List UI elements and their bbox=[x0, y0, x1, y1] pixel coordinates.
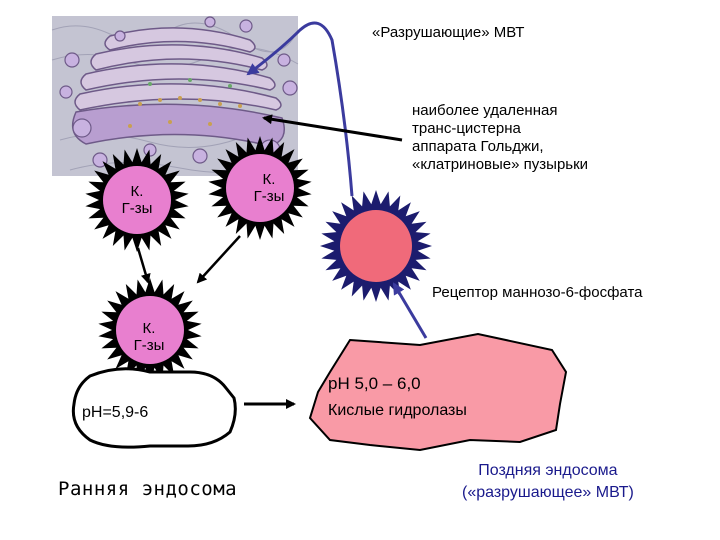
left-vesicle-label: К. Г-зы bbox=[112, 183, 162, 217]
label-to-golgi-arrow bbox=[262, 114, 403, 142]
trans-golgi-line-1: наиболее удаленная bbox=[412, 102, 558, 119]
trans-golgi-label: наиболее удаленная транс-цистерна аппара… bbox=[412, 102, 588, 174]
left-vesicle-burst bbox=[85, 148, 189, 252]
trans-golgi-line-4: «клатриновые» пузырьки bbox=[412, 156, 589, 173]
early-endosome-blob bbox=[71, 367, 237, 449]
receptor-vesicle-core bbox=[340, 210, 412, 282]
late-endosome-ph: рН 5,0 – 6,0 bbox=[328, 374, 421, 393]
receptor-vesicle bbox=[320, 190, 432, 302]
right-to-bottom-arrow bbox=[196, 235, 241, 284]
arrows bbox=[136, 21, 428, 409]
golgi-apparatus-illustration bbox=[51, 16, 299, 176]
late-endosome-caption: Поздняя эндосома («разрушающее» МВТ) bbox=[462, 460, 634, 504]
receptor-label: Рецептор маннозо-6-фосфата bbox=[432, 284, 643, 301]
early-endosome-ph: рН=5,9-6 bbox=[82, 404, 149, 421]
bottom-vesicle-label: К. Г-зы bbox=[124, 320, 174, 354]
right-vesicle-label: К. Г-зы bbox=[244, 171, 294, 205]
left-vesicle-line-1: К. bbox=[130, 183, 144, 200]
endosome-to-receptor-arrow bbox=[392, 282, 428, 339]
right-vesicle-line-2: Г-зы bbox=[253, 188, 285, 205]
left-to-bottom-arrow bbox=[136, 247, 151, 284]
bottom-vesicle-line-1: К. bbox=[142, 320, 156, 337]
late-endosome-caption-line-2: («разрушающее» МВТ) bbox=[462, 484, 634, 501]
late-endosome-hydrolases: Кислые гидролазы bbox=[328, 402, 467, 419]
right-vesicle-burst bbox=[208, 136, 312, 240]
right-vesicle-burst-core bbox=[226, 154, 294, 222]
bottom-vesicle-burst-core bbox=[116, 296, 184, 364]
late-endosome-blob bbox=[308, 332, 568, 452]
receptor-to-golgi-arrow bbox=[246, 21, 354, 197]
trans-golgi-line-3: аппарата Гольджи, bbox=[412, 138, 544, 155]
bottom-vesicle-line-2: Г-зы bbox=[133, 337, 165, 354]
late-endosome-caption-line-1: Поздняя эндосома bbox=[478, 462, 618, 479]
right-vesicle-line-1: К. bbox=[262, 171, 276, 188]
early-endosome-caption: Ранняя эндосома bbox=[58, 478, 238, 500]
diagram-title: «Разрушающие» МВТ bbox=[372, 24, 525, 41]
left-vesicle-line-2: Г-зы bbox=[121, 200, 153, 217]
bottom-vesicle-burst bbox=[98, 278, 202, 382]
trans-golgi-line-2: транс-цистерна bbox=[412, 120, 521, 137]
left-vesicle-burst-core bbox=[103, 166, 171, 234]
